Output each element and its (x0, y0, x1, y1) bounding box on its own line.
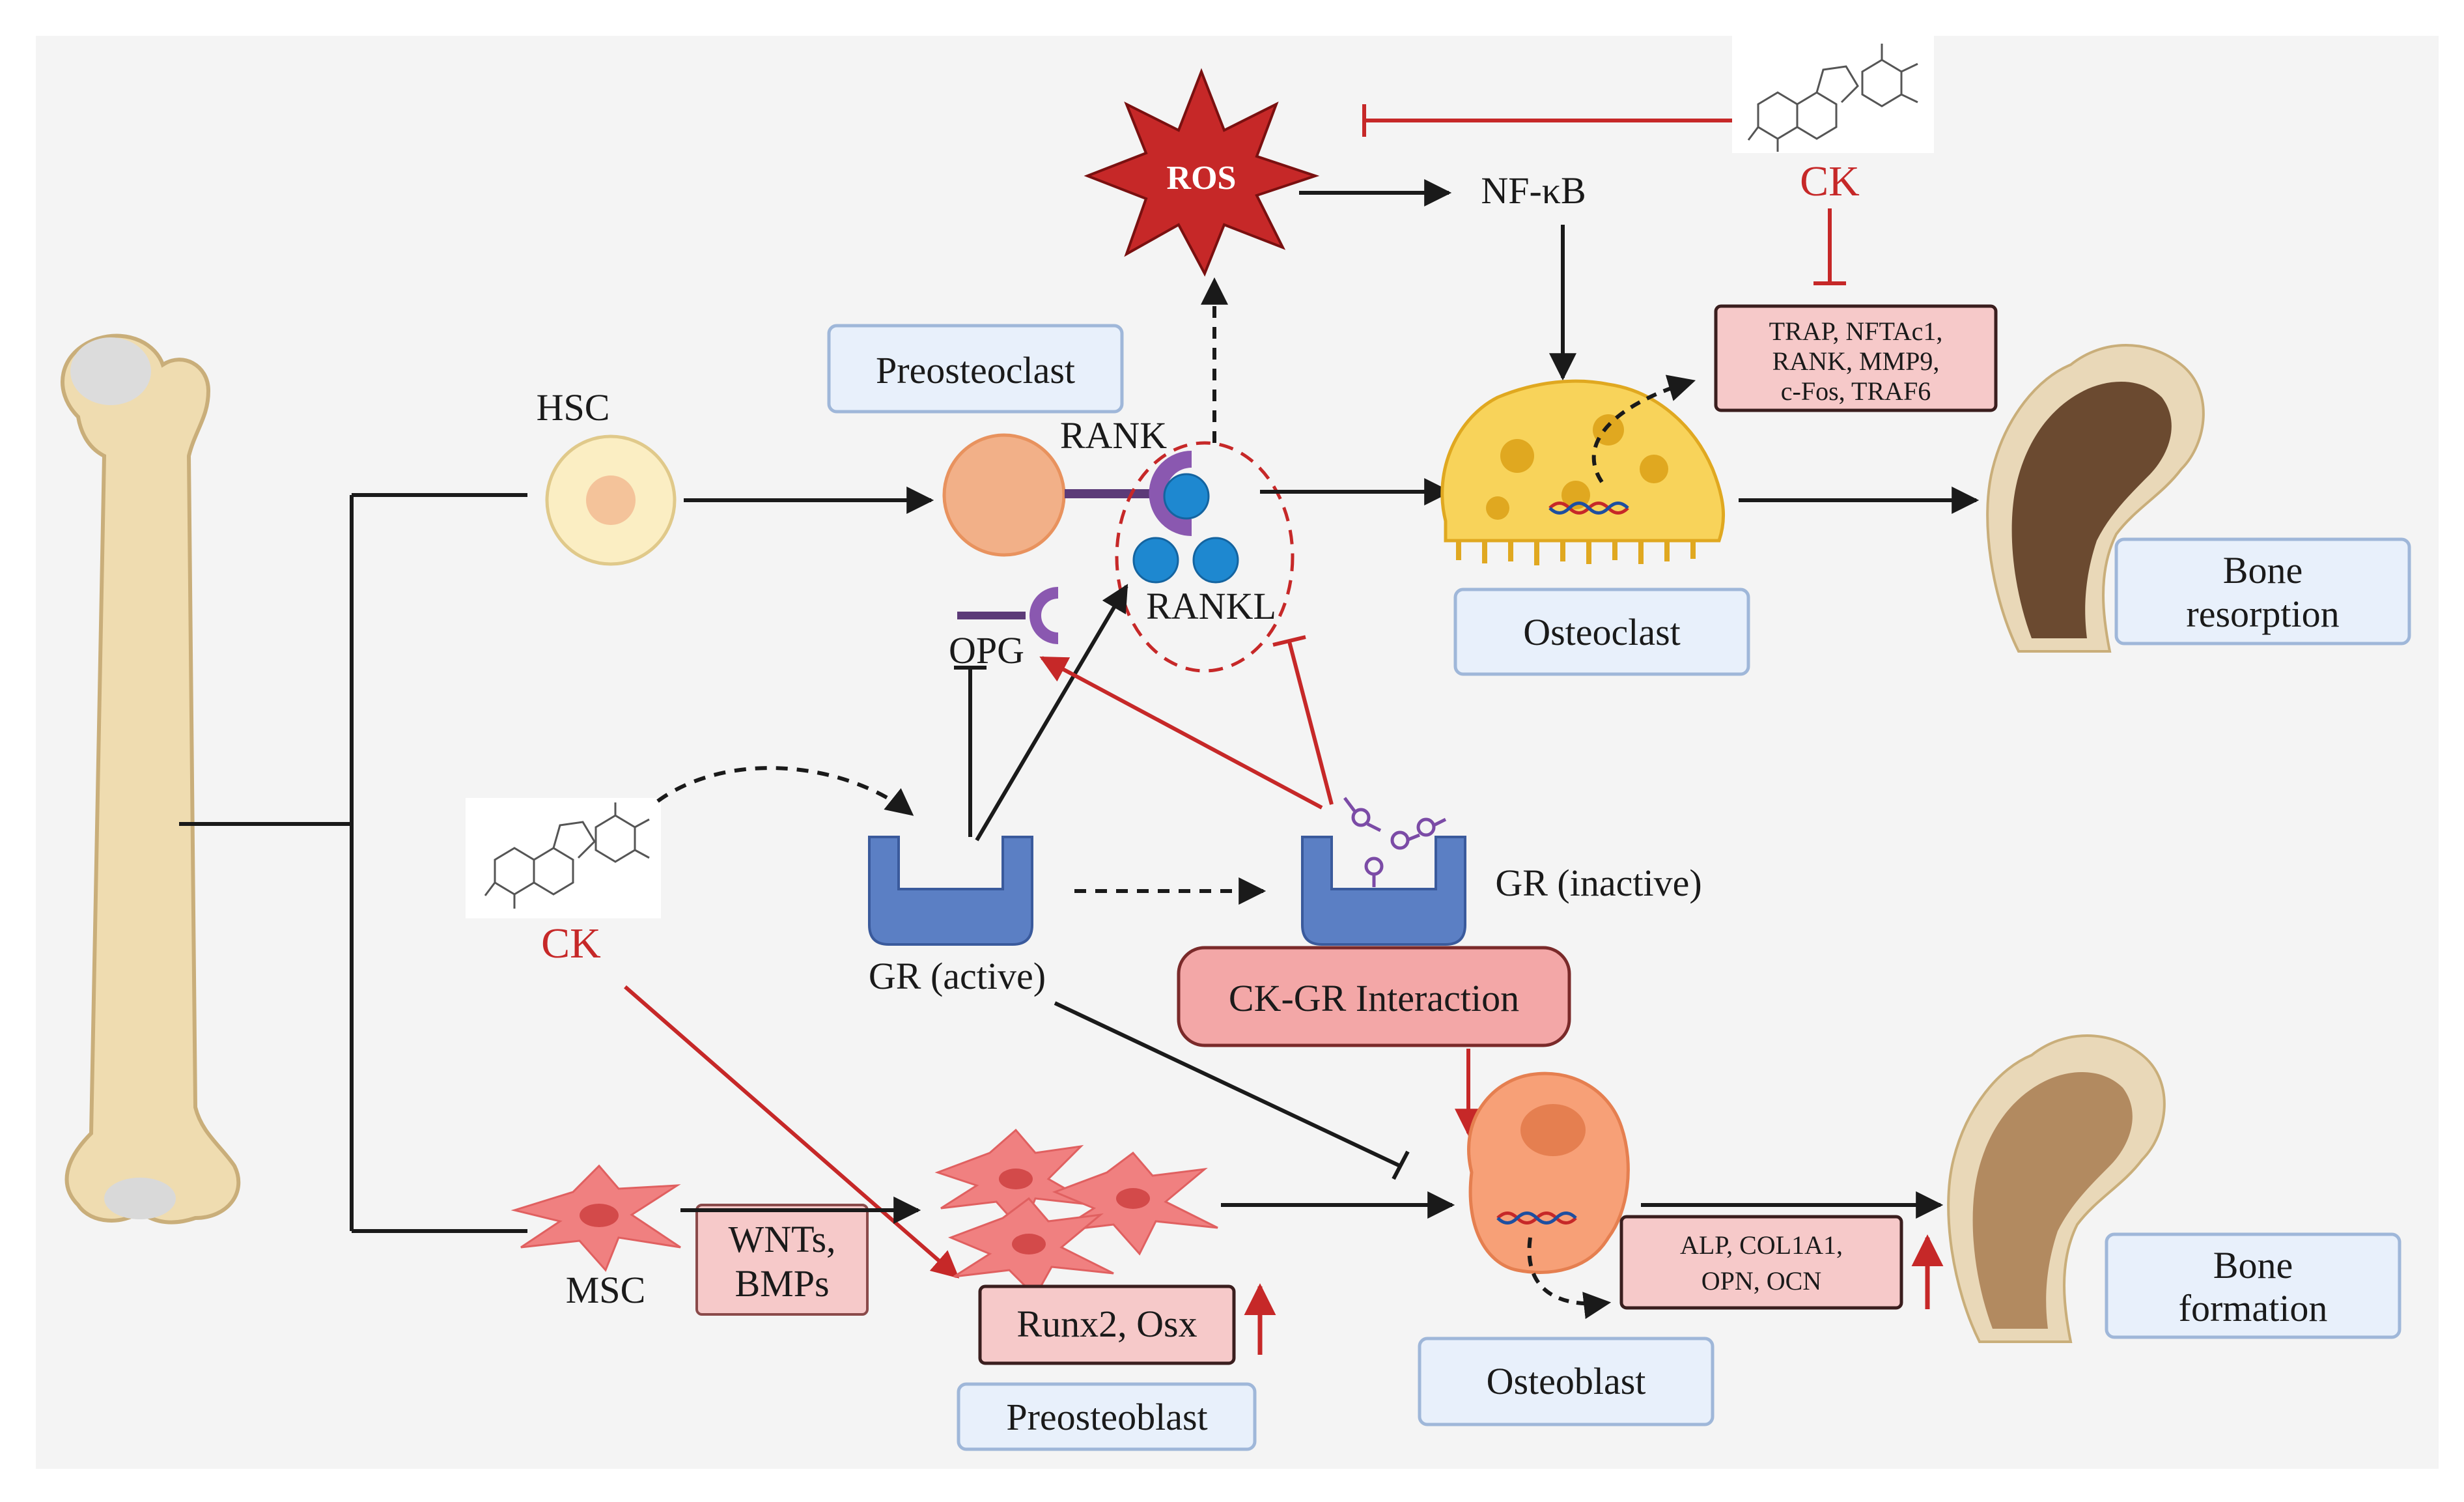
osteoclast-box: Osteoclast (1453, 588, 1750, 676)
rankl-binding-zone (1115, 441, 1295, 673)
svg-text:Preosteoblast: Preosteoblast (1006, 1396, 1207, 1438)
branch-lines (179, 493, 527, 1233)
preosteoclast-cell-icon (942, 433, 1066, 557)
osteoclast-cell-icon (1440, 379, 1725, 565)
chemical-structure-icon (1732, 36, 1934, 153)
hsc-label: HSC (537, 386, 610, 429)
osteoblast-cell-icon (1467, 1071, 1630, 1274)
gr-active-label: GR (active) (869, 955, 1046, 997)
osteoblast-box: Osteoblast (1418, 1337, 1715, 1426)
svg-text:Bone: Bone (2213, 1244, 2293, 1286)
ck-top-label: CK (1800, 158, 1860, 205)
svg-text:Osteoclast: Osteoclast (1523, 611, 1681, 653)
ck-inhibits-osteoclast-genes (1813, 208, 1846, 285)
svg-text:RANK, MMP9,: RANK, MMP9, (1772, 347, 1940, 376)
osteoblast-genes-box: ALP, COL1A1, OPN, OCN (1619, 1215, 1903, 1310)
svg-text:Preosteoclast: Preosteoclast (876, 349, 1075, 391)
svg-text:BMPs: BMPs (735, 1262, 829, 1305)
ck-left-label: CK (541, 920, 601, 967)
bone-resorption-box: Bone resorption (2114, 537, 2411, 645)
ck-gr-interaction-box: CK-GR Interaction (1177, 946, 1571, 1047)
long-bone-icon (61, 333, 241, 1225)
hsc-cell-icon (545, 434, 677, 566)
svg-text:TRAP, NFTAc1,: TRAP, NFTAc1, (1769, 317, 1943, 346)
svg-text:CK-GR Interaction: CK-GR Interaction (1229, 977, 1519, 1019)
osteoclast-gene-expression-arrow (1591, 375, 1696, 483)
osteoclast-genes-box: TRAP, NFTAc1, RANK, MMP9, c-Fos, TRAF6 (1714, 304, 1998, 412)
svg-text:WNTs,: WNTs, (728, 1218, 835, 1260)
svg-text:Osteoblast: Osteoblast (1487, 1360, 1646, 1402)
gr-to-rankl-arrow (975, 584, 1128, 842)
osteoblast-gene-expression-arrow (1527, 1237, 1612, 1320)
svg-text:resorption: resorption (2186, 593, 2339, 635)
gr-inhibits-osteoblast (1054, 1001, 1410, 1180)
ck-inhibits-ros (1362, 104, 1732, 137)
gr-inactive-inhibits-rankl (1272, 635, 1334, 805)
preosteoblast-box: Preosteoblast (957, 1382, 1257, 1451)
nfkb-label: NF-κB (1481, 169, 1586, 212)
opg-decoy-icon (957, 587, 1059, 644)
msc-cell-icon (511, 1164, 681, 1272)
rankl-label: RANKL (1146, 585, 1276, 627)
femur-head-resorption-icon (1986, 344, 2205, 653)
gr-inactive-to-opg-arrow (1039, 656, 1323, 810)
msc-label: MSC (566, 1269, 646, 1311)
wnts-bmps-box: WNTs, BMPs (695, 1204, 869, 1316)
femur-head-formation-icon (1947, 1034, 2166, 1343)
ck-to-gr-arrow (656, 766, 914, 816)
svg-text:formation: formation (2179, 1287, 2328, 1329)
gr-inactive-label: GR (inactive) (1495, 862, 1701, 904)
rank-receptor-icon (1065, 451, 1192, 536)
preosteoclast-box: Preosteoclast (827, 324, 1124, 414)
chemical-structure-icon (466, 798, 661, 918)
svg-text:OPN, OCN: OPN, OCN (1701, 1266, 1821, 1296)
gr-receptor-icon (868, 836, 1033, 946)
svg-text:c-Fos, TRAF6: c-Fos, TRAF6 (1781, 376, 1931, 406)
opg-label: OPG (949, 629, 1024, 672)
ros-label: ROS (1167, 160, 1237, 197)
svg-text:Bone: Bone (2223, 549, 2303, 591)
ck-to-preosteoblast-arrow (624, 985, 960, 1279)
bone-formation-box: Bone formation (2105, 1232, 2401, 1339)
rankl-ligand-icon (1132, 473, 1239, 584)
preosteoblast-cluster-icon (934, 1128, 1218, 1298)
background-panel (36, 36, 2439, 1469)
svg-text:Runx2, Osx: Runx2, Osx (1016, 1303, 1197, 1345)
rank-label: RANK (1060, 414, 1167, 457)
gr-inhibits-opg (954, 666, 987, 837)
star-burst-icon: ROS (1084, 68, 1320, 277)
svg-text:ALP, COL1A1,: ALP, COL1A1, (1680, 1230, 1843, 1260)
gr-inactive-receptor-icon (1301, 797, 1466, 946)
runx2-osx-box: Runx2, Osx (978, 1284, 1236, 1365)
